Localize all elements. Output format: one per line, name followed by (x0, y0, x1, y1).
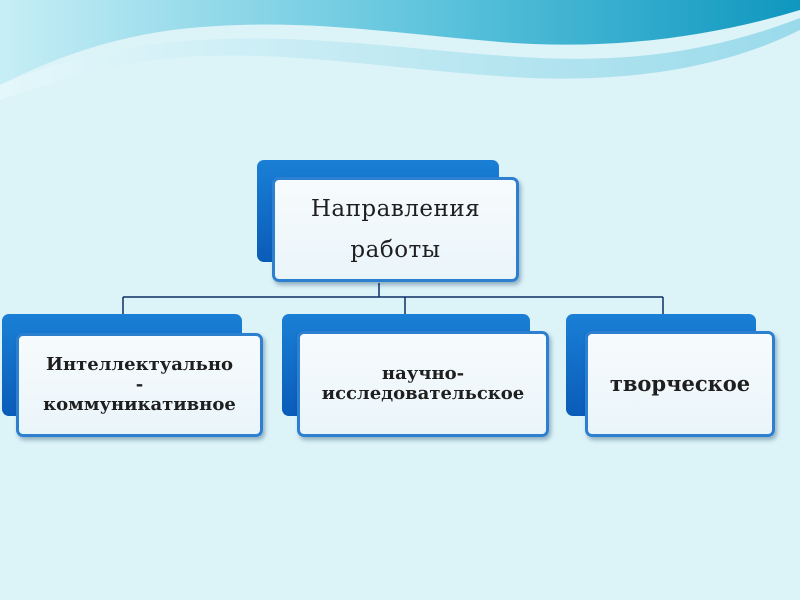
root-node-label: Направления работы (310, 195, 481, 263)
child-node-box: научно- исследовательское (297, 331, 549, 437)
child-node-label: творческое (609, 371, 751, 396)
root-node-box: Направления работы (272, 177, 519, 282)
decorative-wave (0, 0, 800, 100)
child-node-box: Интеллектуально - коммуникативное (16, 333, 263, 437)
child-node-label: научно- исследовательское (321, 363, 525, 404)
child-node-box: творческое (585, 331, 775, 437)
child-node-label: Интеллектуально - коммуникативное (43, 354, 236, 415)
